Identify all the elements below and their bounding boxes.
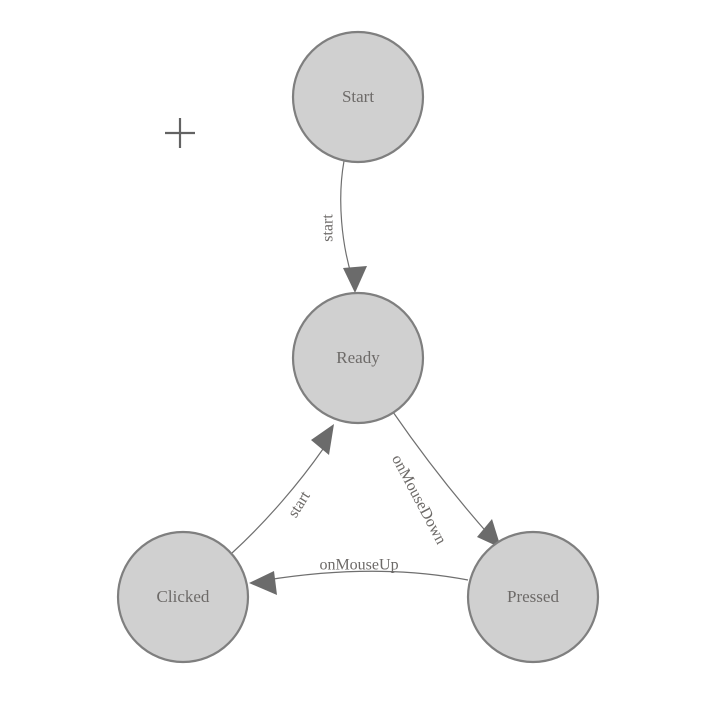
plus-icon	[165, 118, 195, 148]
edge-path-pressed-to-clicked	[266, 570, 469, 581]
node-label-clicked: Clicked	[157, 587, 210, 606]
edge-ready-to-pressed[interactable]: onMouseDown	[388, 411, 501, 548]
node-label-start: Start	[342, 87, 374, 106]
node-ready[interactable]: Ready	[291, 291, 425, 425]
node-start[interactable]: Start	[291, 30, 425, 164]
node-circle-ready	[291, 291, 425, 425]
edge-path-start-to-ready	[340, 160, 353, 278]
edge-label-ready-to-pressed: onMouseDown	[388, 452, 449, 547]
edge-path-clicked-to-ready	[231, 448, 324, 554]
arrowhead-ready-to-pressed	[477, 519, 501, 548]
node-label-ready: Ready	[336, 348, 380, 367]
arrowhead-pressed-to-clicked	[249, 571, 277, 595]
node-circle-start	[291, 30, 425, 164]
edge-label-pressed-to-clicked: onMouseUp	[319, 557, 398, 574]
edge-pressed-to-clicked[interactable]: onMouseUp	[249, 557, 469, 595]
edge-start-to-ready[interactable]: start	[320, 160, 367, 293]
edge-path-ready-to-pressed	[392, 411, 491, 537]
node-pressed[interactable]: Pressed	[466, 530, 600, 664]
arrowhead-start-to-ready	[343, 266, 367, 293]
node-label-pressed: Pressed	[507, 587, 559, 606]
node-clicked[interactable]: Clicked	[116, 530, 250, 664]
edge-label-start-to-ready: start	[320, 214, 337, 242]
arrowhead-clicked-to-ready	[311, 424, 334, 455]
node-circle-pressed	[466, 530, 600, 664]
node-circle-clicked	[116, 530, 250, 664]
edge-clicked-to-ready[interactable]: start	[231, 424, 334, 554]
